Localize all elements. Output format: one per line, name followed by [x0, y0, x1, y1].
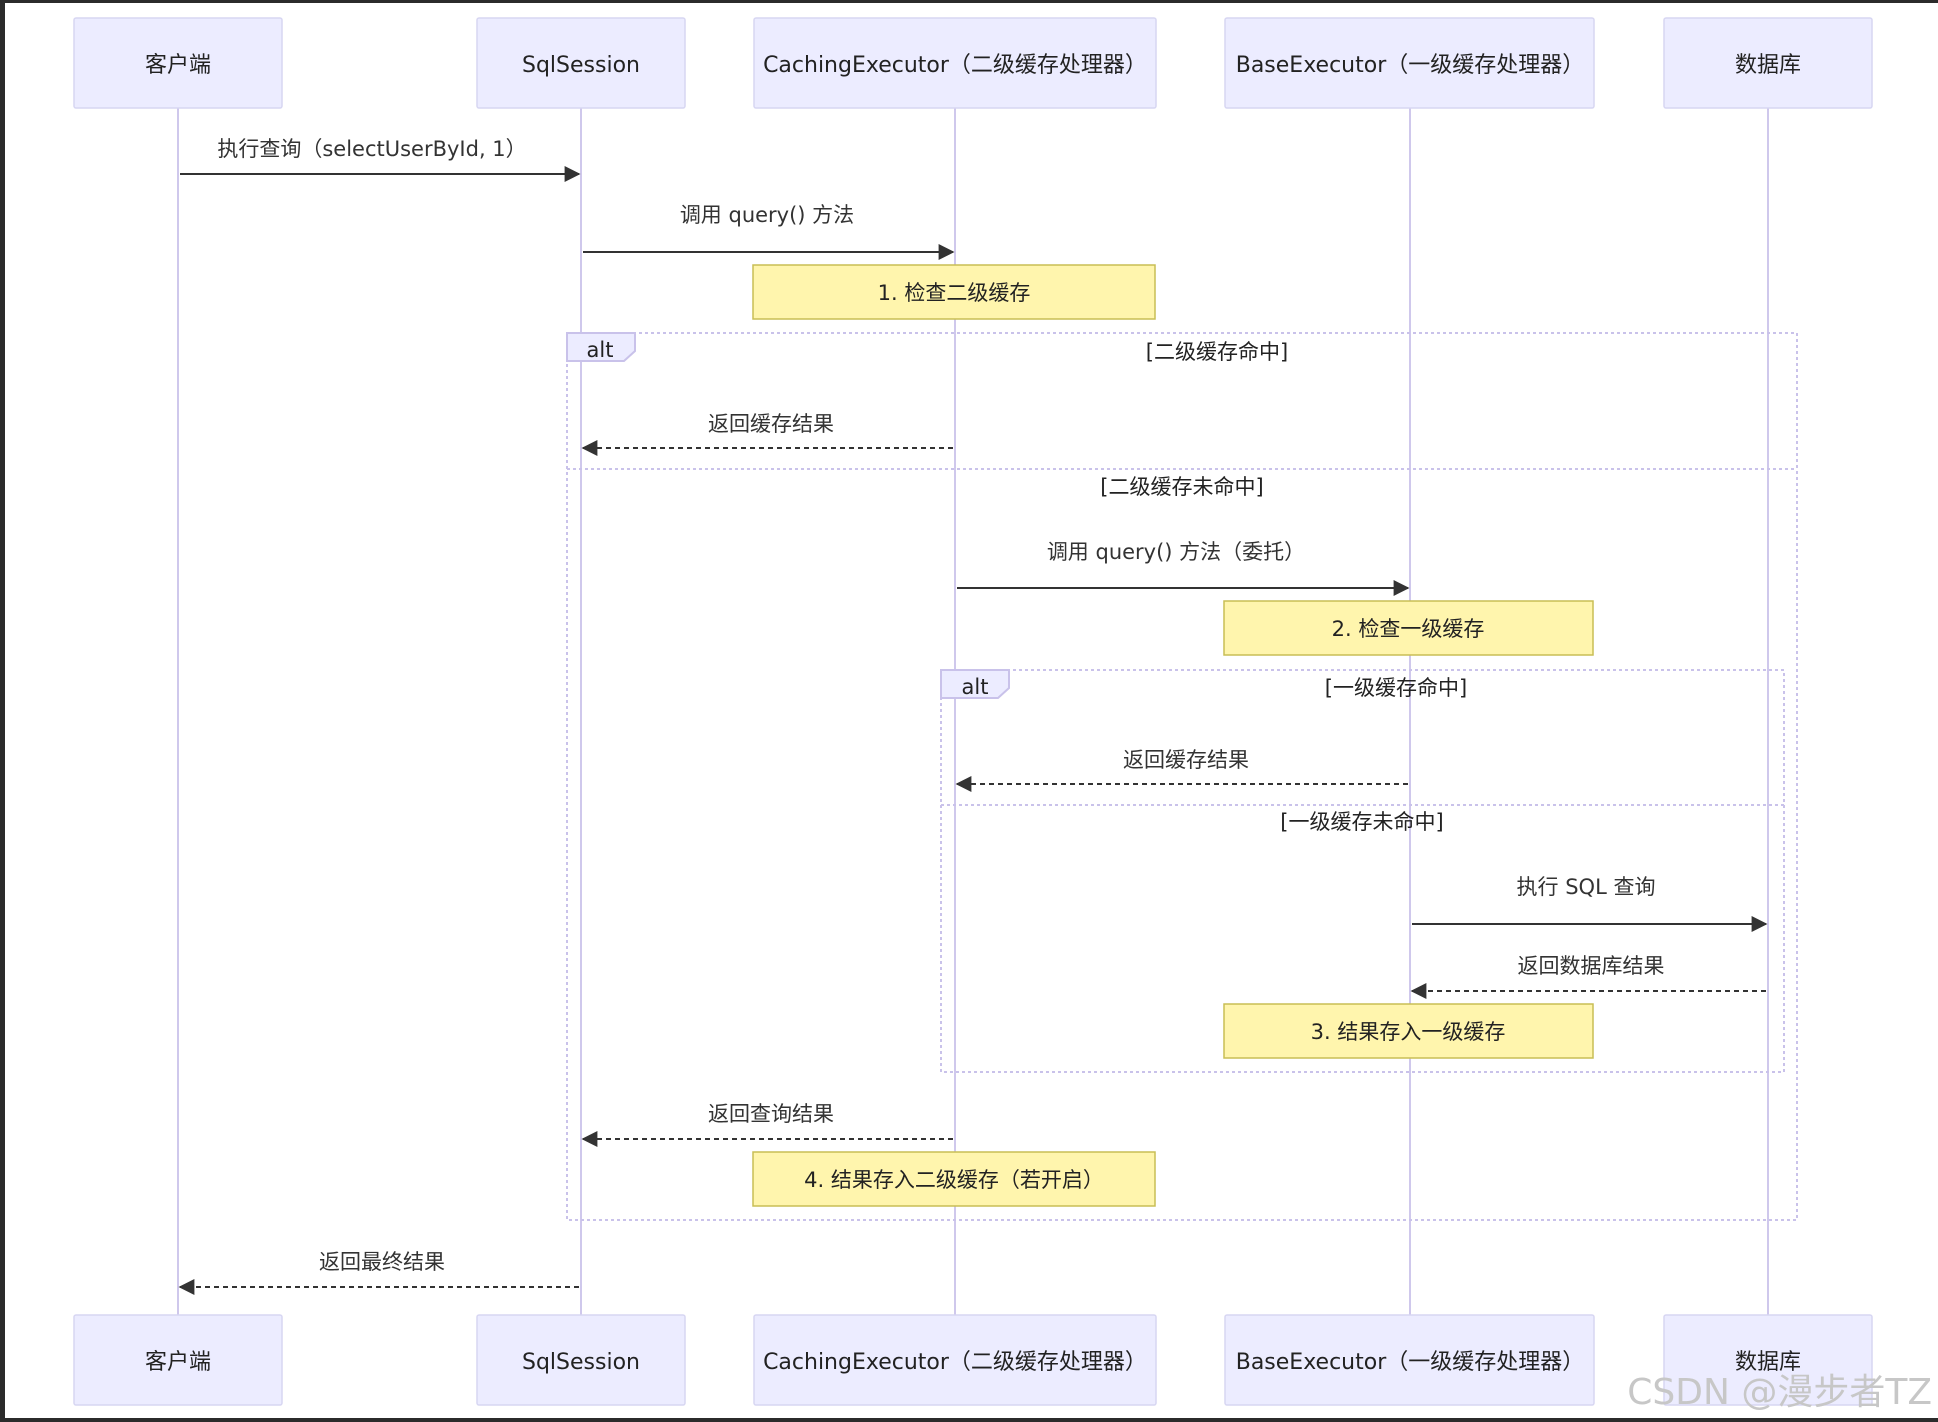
participant-base-top-label: BaseExecutor（一级缓存处理器）	[1236, 53, 1585, 78]
participant-sqlsession-top-label: SqlSession	[522, 53, 640, 78]
participant-base-top[interactable]: BaseExecutor（一级缓存处理器）	[1224, 17, 1595, 109]
participant-client-bottom[interactable]: 客户端	[73, 1314, 283, 1406]
participant-client-top-box[interactable]	[73, 17, 283, 109]
message-delegate-query: 调用 query() 方法（委托）	[957, 540, 1410, 596]
participant-client-bottom-box[interactable]	[73, 1314, 283, 1406]
participant-db-bottom-box[interactable]	[1663, 1314, 1873, 1406]
message-call-query: 调用 query() 方法	[583, 203, 955, 260]
participant-base-bottom[interactable]: BaseExecutor（一级缓存处理器）	[1224, 1314, 1595, 1406]
participant-sqlsession-bottom[interactable]: SqlSession	[476, 1314, 686, 1406]
alt-fragment-l2-tag: alt	[587, 338, 614, 362]
alt-fragment-l1-tag-box	[940, 669, 1010, 699]
participant-db-bottom[interactable]: 数据库	[1663, 1314, 1873, 1406]
note-check-l2-box	[752, 264, 1156, 320]
message-delegate-query-label: 调用 query() 方法（委托）	[1047, 540, 1305, 564]
participant-db-top[interactable]: 数据库	[1663, 17, 1873, 109]
alt-fragment-l2-tag-box	[566, 332, 636, 362]
alt-fragment-l1: alt [一级缓存命中] [一级缓存未命中]	[940, 669, 1785, 1073]
participants-top: 客户端 SqlSession CachingExecutor（二级缓存处理器） …	[73, 17, 1873, 109]
participant-caching-bottom-label: CachingExecutor（二级缓存处理器）	[763, 1350, 1147, 1375]
alt-fragment-l1-condition: [一级缓存命中]	[1325, 676, 1467, 700]
participant-client-bottom-label: 客户端	[145, 1350, 211, 1375]
participant-sqlsession-top[interactable]: SqlSession	[476, 17, 686, 109]
note-store-l1-label: 3. 结果存入一级缓存	[1311, 1020, 1506, 1044]
participant-db-top-box[interactable]	[1663, 17, 1873, 109]
participant-caching-top-box[interactable]	[753, 17, 1157, 109]
participant-caching-top-label: CachingExecutor（二级缓存处理器）	[763, 53, 1147, 78]
participant-caching-top[interactable]: CachingExecutor（二级缓存处理器）	[753, 17, 1157, 109]
alt-fragment-l1-else-condition: [一级缓存未命中]	[1280, 810, 1443, 834]
note-store-l1: 3. 结果存入一级缓存	[1223, 1003, 1594, 1059]
message-return-final-result: 返回最终结果	[178, 1250, 579, 1295]
participant-base-top-box[interactable]	[1224, 17, 1595, 109]
note-store-l2-label: 4. 结果存入二级缓存（若开启）	[804, 1168, 1104, 1192]
message-execute-query-label: 执行查询（selectUserById, 1）	[217, 137, 526, 161]
alt-fragment-l2-else-condition: [二级缓存未命中]	[1100, 475, 1263, 499]
message-execute-sql: 执行 SQL 查询	[1412, 875, 1768, 932]
participant-caching-bottom[interactable]: CachingExecutor（二级缓存处理器）	[753, 1314, 1157, 1406]
participant-base-bottom-label: BaseExecutor（一级缓存处理器）	[1236, 1350, 1585, 1375]
message-return-db-result-label: 返回数据库结果	[1518, 954, 1665, 978]
participants-bottom: 客户端 SqlSession CachingExecutor（二级缓存处理器） …	[73, 1314, 1873, 1406]
alt-fragment-l2-condition: [二级缓存命中]	[1146, 340, 1288, 364]
alt-fragment-l1-tag: alt	[962, 675, 989, 699]
participant-db-bottom-label: 数据库	[1735, 1350, 1801, 1375]
note-check-l2: 1. 检查二级缓存	[752, 264, 1156, 320]
watermark: CSDN @漫步者TZ	[1627, 1372, 1932, 1413]
message-return-final-result-label: 返回最终结果	[319, 1250, 445, 1274]
message-return-query-result: 返回查询结果	[581, 1102, 953, 1147]
note-check-l2-label: 1. 检查二级缓存	[878, 281, 1031, 305]
participant-db-top-label: 数据库	[1735, 53, 1801, 78]
message-execute-query: 执行查询（selectUserById, 1）	[180, 137, 581, 182]
participant-base-bottom-box[interactable]	[1224, 1314, 1595, 1406]
message-return-l1-cache-label: 返回缓存结果	[1123, 748, 1249, 772]
note-check-l1-label: 2. 检查一级缓存	[1332, 617, 1485, 641]
participant-sqlsession-bottom-box[interactable]	[476, 1314, 686, 1406]
note-check-l1-box	[1223, 600, 1594, 656]
alt-fragment-l1-box	[940, 669, 1785, 1073]
message-call-query-label: 调用 query() 方法	[680, 203, 854, 227]
participant-client-top[interactable]: 客户端	[73, 17, 283, 109]
message-return-query-result-label: 返回查询结果	[708, 1102, 834, 1126]
message-return-l2-cache: 返回缓存结果	[581, 412, 953, 456]
message-return-l1-cache: 返回缓存结果	[955, 748, 1408, 792]
note-store-l2-box	[752, 1151, 1156, 1207]
participant-client-top-label: 客户端	[145, 53, 211, 78]
message-execute-sql-label: 执行 SQL 查询	[1517, 875, 1656, 899]
message-return-l2-cache-label: 返回缓存结果	[708, 412, 834, 436]
participant-sqlsession-bottom-label: SqlSession	[522, 1350, 640, 1375]
participant-sqlsession-top-box[interactable]	[476, 17, 686, 109]
participant-caching-bottom-box[interactable]	[753, 1314, 1157, 1406]
alt-fragment-l2-box	[566, 332, 1798, 1221]
message-return-db-result: 返回数据库结果	[1410, 954, 1766, 999]
alt-fragment-l2: alt [二级缓存命中] [二级缓存未命中]	[566, 332, 1798, 1221]
note-check-l1: 2. 检查一级缓存	[1223, 600, 1594, 656]
note-store-l1-box	[1223, 1003, 1594, 1059]
note-store-l2: 4. 结果存入二级缓存（若开启）	[752, 1151, 1156, 1207]
